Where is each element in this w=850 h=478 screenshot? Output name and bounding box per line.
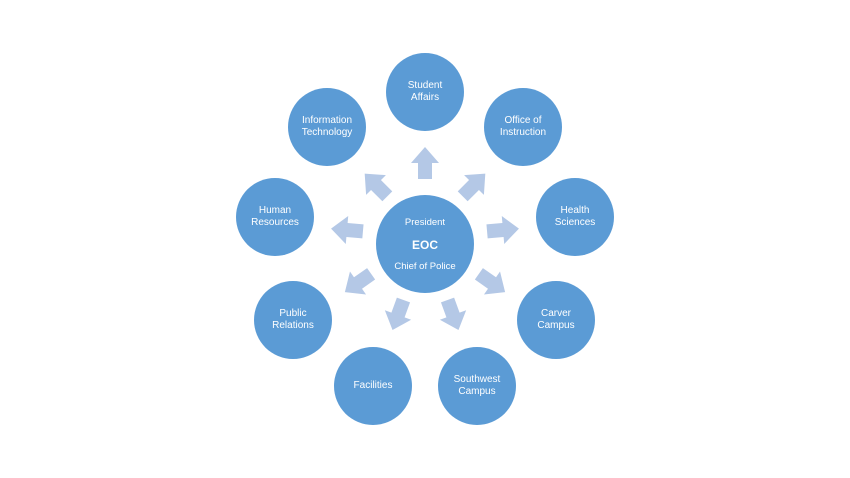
node-student-affairs: Student Affairs — [386, 53, 464, 131]
node-information-technology: Information Technology — [288, 88, 366, 166]
arrow-shape — [474, 268, 506, 295]
node-carver-campus: Carver Campus — [517, 281, 595, 359]
node-label-line1: Student — [407, 80, 443, 91]
node-label-line2: Campus — [537, 320, 575, 331]
node-label-line1: Office of — [504, 115, 542, 126]
node-health-sciences: Health Sciences — [536, 178, 614, 256]
arrow-shape — [384, 297, 412, 331]
node-label-line2: Sciences — [554, 217, 596, 228]
node-southwest-campus: Southwest Campus — [438, 347, 516, 425]
arrow-shape — [457, 173, 486, 202]
arrow-shape — [486, 216, 519, 244]
node-label-line2: Instruction — [499, 127, 547, 138]
arrow-shape — [344, 268, 376, 295]
node-office-of-instruction: Office of Instruction — [484, 88, 562, 166]
node-label-line2: Campus — [458, 386, 496, 397]
node-label-line2: Affairs — [410, 92, 440, 103]
arrow-shape — [411, 147, 439, 179]
node-human-resources: Human Resources — [236, 178, 314, 256]
node-label-line1: Public — [279, 308, 307, 319]
node-label-line1: Information — [301, 115, 353, 126]
node-label-line1: Facilities — [353, 380, 393, 391]
center-node-line3: Chief of Police — [394, 260, 456, 272]
center-node-line1: President — [404, 216, 446, 228]
node-label-line1: Carver — [540, 308, 571, 319]
node-label-line2: Technology — [301, 127, 353, 138]
arrow-shape — [364, 173, 393, 202]
node-label-line2: Resources — [251, 217, 299, 228]
node-label-line1: Health — [560, 205, 590, 216]
center-node-eoc: President EOC Chief of Police — [376, 195, 474, 293]
node-label-line1: Southwest — [453, 374, 501, 385]
arrow-shape — [331, 216, 364, 244]
arrow-shape — [439, 297, 467, 331]
center-node-title: EOC — [411, 237, 438, 252]
node-label-line1: Human — [258, 205, 292, 216]
node-facilities: Facilities — [334, 347, 412, 425]
node-public-relations: Public Relations — [254, 281, 332, 359]
node-label-line2: Relations — [272, 320, 314, 331]
